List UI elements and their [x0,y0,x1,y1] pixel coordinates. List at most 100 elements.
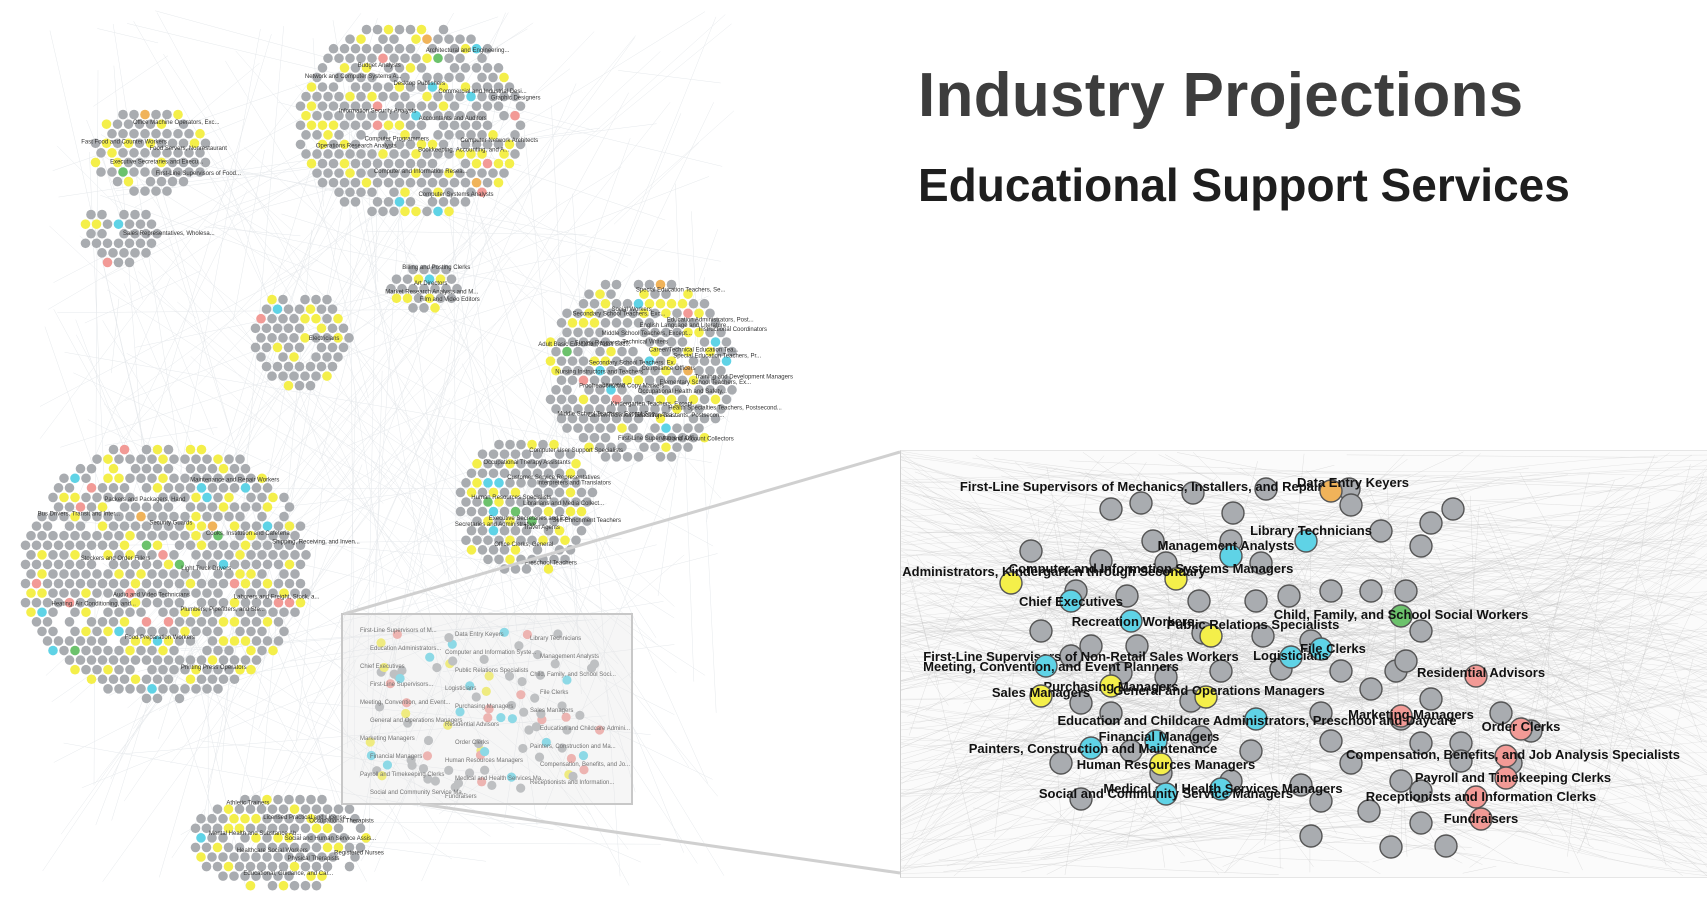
occupation-node[interactable] [1277,584,1301,608]
occupation-node[interactable] [499,72,509,83]
occupation-node[interactable] [103,626,113,637]
occupation-node[interactable] [107,167,117,177]
occupation-node[interactable] [408,264,418,275]
occupation-node[interactable] [306,813,316,824]
occupation-node[interactable] [639,289,649,299]
occupation-node[interactable] [86,502,97,512]
occupation-node[interactable] [173,109,183,120]
occupation-node[interactable] [147,530,157,541]
occupation-node[interactable] [606,404,616,414]
occupation-node[interactable] [167,138,178,149]
occupation-node[interactable] [345,187,355,198]
occupation-node[interactable] [1369,519,1393,543]
occupation-node[interactable] [119,636,130,646]
occupation-node[interactable] [234,823,245,834]
occupation-node[interactable] [1419,687,1443,711]
occupation-node[interactable] [158,511,168,522]
occupation-node[interactable] [694,423,704,433]
occupation-node[interactable] [699,375,710,386]
occupation-node[interactable] [140,109,150,120]
occupation-node[interactable] [556,375,567,386]
occupation-node[interactable] [600,337,611,347]
occupation-node[interactable] [300,861,311,872]
occupation-node[interactable] [156,119,167,129]
occupation-node[interactable] [180,492,190,503]
zoom-node-recreation-workers[interactable]: Recreation Workers [1072,609,1195,633]
occupation-node[interactable] [444,206,454,217]
occupation-node[interactable] [42,597,53,608]
occupation-node[interactable] [633,452,644,462]
occupation-node[interactable] [311,823,322,834]
occupation-node[interactable] [229,813,239,824]
occupation-node[interactable] [37,588,47,598]
occupation-node[interactable] [147,569,157,579]
occupation-node[interactable] [301,550,311,560]
occupation-node[interactable] [600,356,611,366]
occupation-node[interactable] [163,617,174,627]
occupation-node[interactable] [333,842,344,853]
occupation-node[interactable] [207,521,218,531]
occupation-node[interactable] [103,473,113,484]
occupation-node[interactable] [113,257,124,268]
occupation-node[interactable] [114,664,124,675]
occupation-node[interactable] [367,187,377,198]
occupation-node[interactable] [96,167,106,177]
occupation-node[interactable] [595,346,605,357]
occupation-node[interactable] [114,684,124,694]
occupation-node[interactable] [229,871,239,881]
occupation-node[interactable] [262,794,272,805]
occupation-node[interactable] [114,454,124,464]
occupation-node[interactable] [334,149,344,159]
occupation-node[interactable] [427,158,438,169]
occupation-node[interactable] [300,842,311,853]
occupation-node[interactable] [1339,493,1363,517]
zoom-node-education-and-childcare-administrators-preschool-and-daycare[interactable]: Education and Childcare Administrators, … [1057,707,1457,731]
occupation-node[interactable] [383,177,394,188]
occupation-node[interactable] [562,385,572,395]
occupation-node[interactable] [26,550,36,560]
occupation-node[interactable] [273,559,284,570]
occupation-node[interactable] [1357,799,1381,823]
occupation-node[interactable] [628,308,638,319]
occupation-node[interactable] [1389,769,1413,793]
occupation-node[interactable] [97,228,107,239]
occupation-node[interactable] [169,454,179,464]
occupation-node[interactable] [240,521,251,531]
occupation-node[interactable] [350,139,361,150]
occupation-node[interactable] [141,209,151,220]
occupation-node[interactable] [514,641,524,651]
occupation-node[interactable] [207,502,218,512]
occupation-node[interactable] [251,655,262,665]
occupation-node[interactable] [284,521,295,531]
occupation-node[interactable] [411,34,421,44]
occupation-node[interactable] [644,279,655,290]
occupation-node[interactable] [573,327,583,338]
occupation-node[interactable] [361,63,372,73]
occupation-node[interactable] [48,530,58,541]
occupation-node[interactable] [123,119,134,129]
occupation-node[interactable] [400,206,410,217]
zoom-node-circle[interactable] [1099,674,1123,698]
occupation-node[interactable] [432,662,442,673]
occupation-node[interactable] [438,120,449,131]
occupation-node[interactable] [650,385,660,395]
occupation-node[interactable] [466,91,476,102]
occupation-node[interactable] [207,852,217,862]
occupation-node[interactable] [378,34,388,44]
occupation-node[interactable] [493,139,504,150]
occupation-node[interactable] [460,197,471,207]
occupation-node[interactable] [438,101,449,111]
occupation-node[interactable] [1129,491,1153,515]
occupation-node[interactable] [477,545,488,555]
occupation-node[interactable] [141,693,152,704]
occupation-node[interactable] [229,674,240,685]
occupation-node[interactable] [666,356,677,366]
occupation-node[interactable] [650,404,660,414]
occupation-node[interactable] [1239,739,1263,763]
occupation-node[interactable] [617,327,627,338]
occupation-node[interactable] [383,158,394,169]
occupation-node[interactable] [31,578,42,589]
occupation-node[interactable] [688,413,699,424]
occupation-node[interactable] [284,502,295,512]
occupation-node[interactable] [152,444,163,455]
